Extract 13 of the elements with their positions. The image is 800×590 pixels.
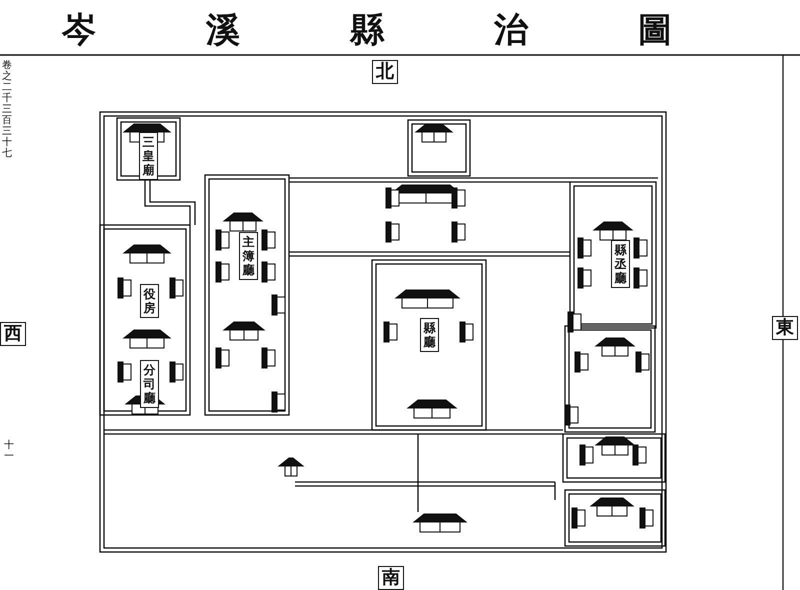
name-plaque: 縣丞廳 (611, 240, 630, 288)
name-plaque: 主簿廳 (239, 232, 258, 280)
name-plaque: 役房 (140, 284, 159, 318)
name-plaque: 縣廳 (420, 318, 439, 352)
compass-label: 西 (0, 322, 26, 346)
compass-label: 南 (378, 566, 404, 590)
compass-label: 東 (772, 316, 798, 340)
volume-note: 卷之二千三百三十七 (2, 60, 13, 159)
map-title: 岑溪縣治圖 (62, 10, 782, 50)
page-number: 十一 (4, 440, 15, 462)
name-plaque: 三皇廟 (139, 132, 158, 180)
name-plaque: 分司廳 (140, 360, 159, 408)
compass-label: 北 (372, 60, 398, 84)
